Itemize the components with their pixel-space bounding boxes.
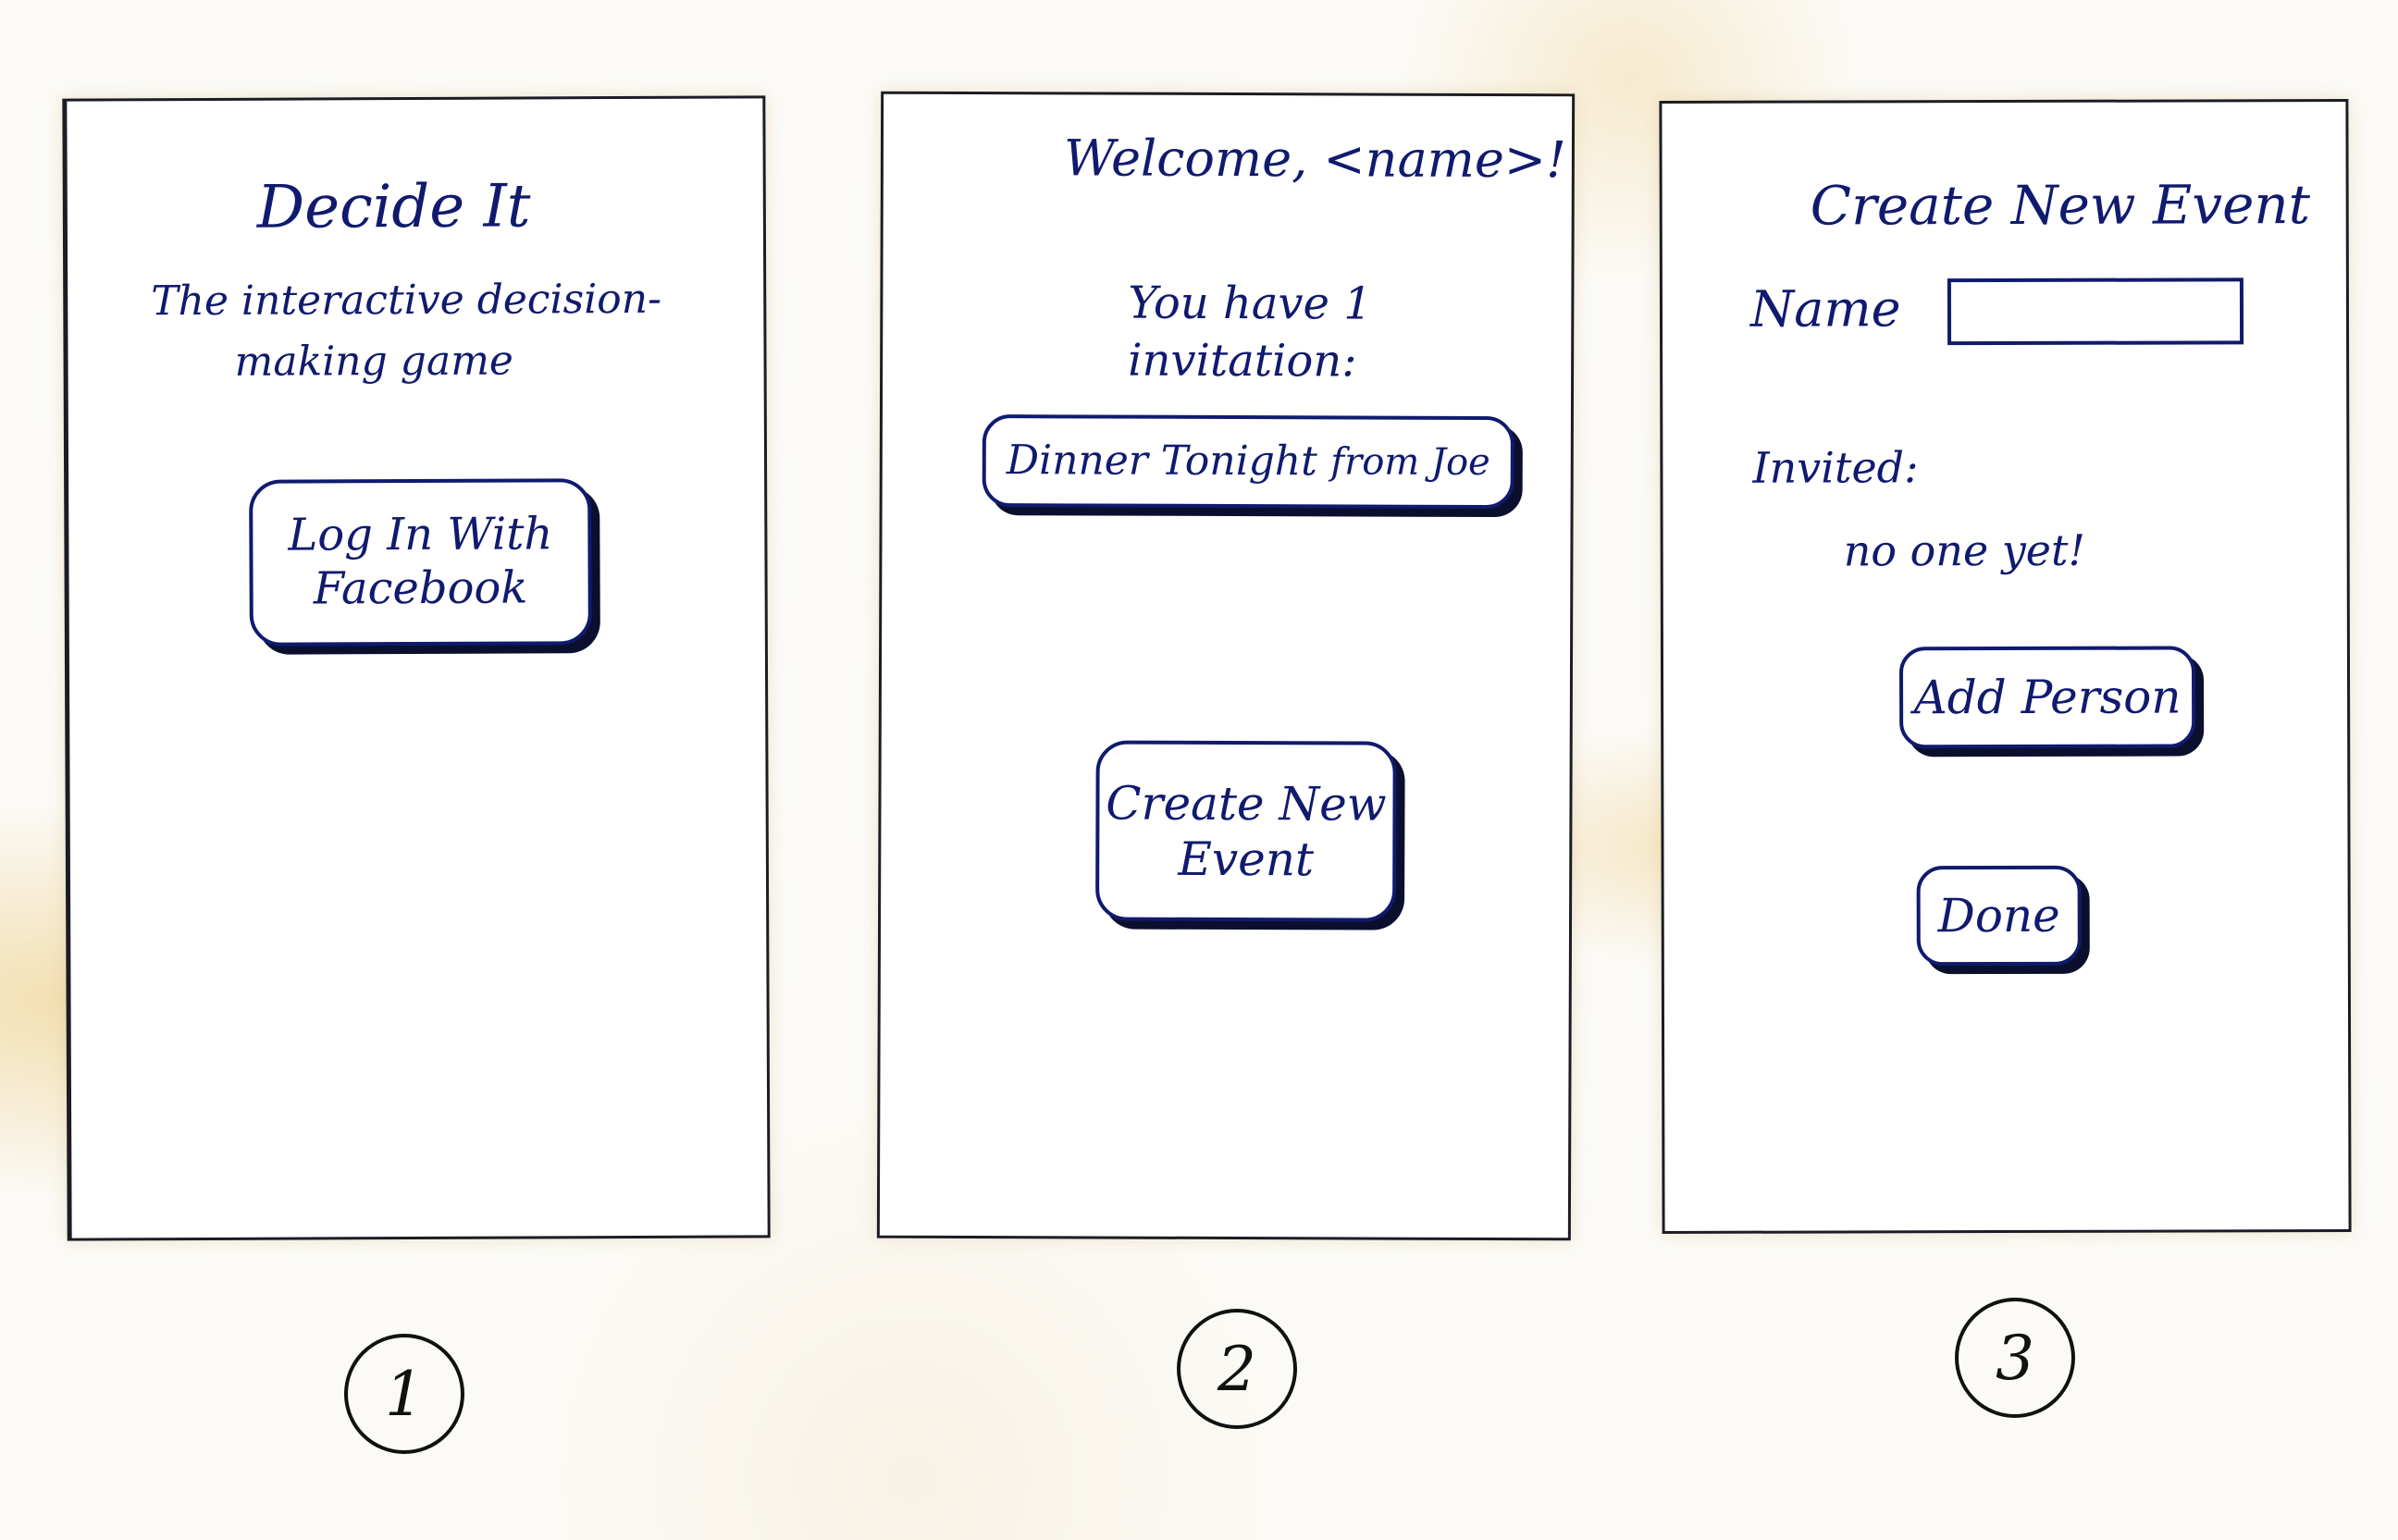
- done-button[interactable]: Done: [1916, 865, 2082, 967]
- app-title: Decide It: [256, 172, 531, 242]
- screen-number-3: 3: [1955, 1298, 2075, 1418]
- invitation-item[interactable]: Dinner Tonight from Joe: [982, 414, 1514, 510]
- invited-empty-text: no one yet!: [1843, 524, 2086, 576]
- app-tagline-line1: The interactive decision-: [151, 275, 662, 326]
- app-tagline-line2: making game: [234, 337, 514, 386]
- invitation-count-line2: invitation:: [1128, 334, 1357, 388]
- invitation-count-line1: You have 1: [1128, 277, 1372, 330]
- screen-number-1: 1: [344, 1334, 464, 1454]
- create-new-event-button[interactable]: Create New Event: [1095, 740, 1397, 922]
- invited-label: Invited:: [1752, 442, 1919, 493]
- screen-3-create-event: Create New Event Name Invited: no one ye…: [1659, 99, 2352, 1234]
- name-label: Name: [1749, 279, 1901, 339]
- screen-2-home: Welcome, <name>! You have 1 invitation: …: [876, 91, 1576, 1241]
- screen-1-login: Decide It The interactive decision- maki…: [62, 95, 771, 1241]
- create-event-title: Create New Event: [1810, 173, 2311, 238]
- invitation-event-name: Dinner Tonight: [1006, 436, 1317, 485]
- welcome-heading: Welcome, <name>!: [1063, 129, 1566, 190]
- login-facebook-button[interactable]: Log In With Facebook: [249, 478, 592, 647]
- event-name-input[interactable]: [1947, 277, 2244, 346]
- screen-number-2: 2: [1177, 1309, 1297, 1429]
- add-person-button[interactable]: Add Person: [1898, 646, 2196, 749]
- invitation-sender: from Joe: [1330, 440, 1490, 484]
